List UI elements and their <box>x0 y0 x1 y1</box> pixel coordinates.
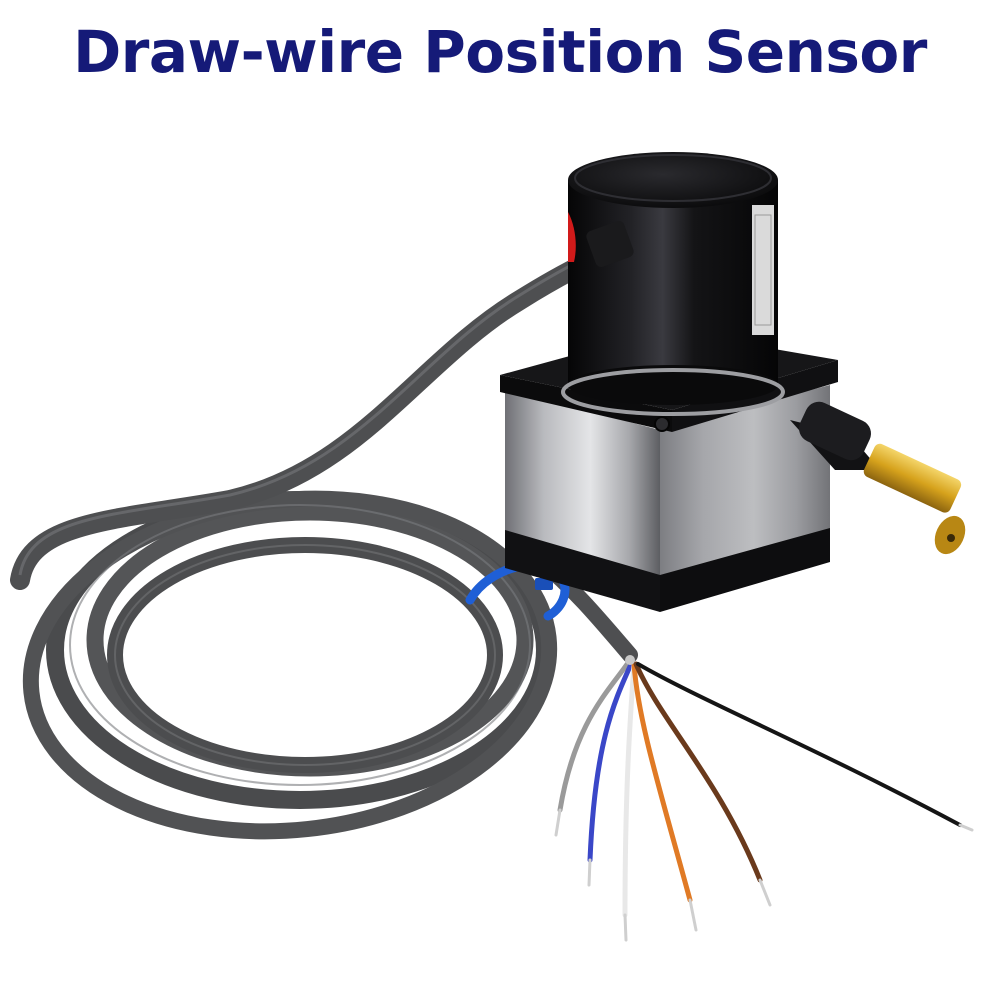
wire-tips <box>554 808 974 942</box>
wires <box>557 655 962 918</box>
page-title: Draw-wire Position Sensor <box>73 18 927 86</box>
cable-lead <box>10 240 625 590</box>
encoder-cylinder <box>561 152 785 416</box>
cable-coil <box>22 490 558 840</box>
brass-fitting <box>790 401 966 555</box>
